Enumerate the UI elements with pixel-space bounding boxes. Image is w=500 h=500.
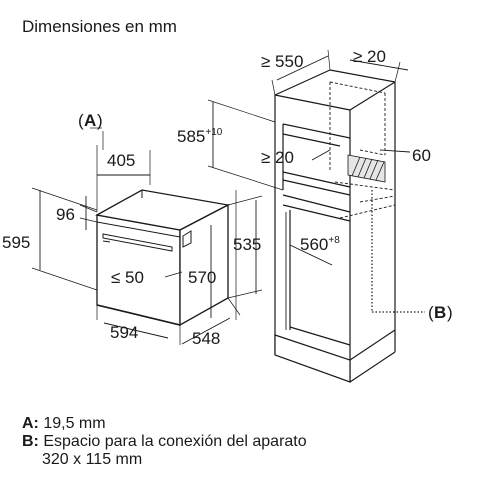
vent-hatch (347, 154, 386, 183)
dim-cabinet-depth: ≥ 550 (261, 52, 303, 71)
dim-oven-body-height: 535 (233, 235, 261, 254)
callout-b-leader (371, 190, 425, 313)
callout-b-label: B (434, 303, 446, 322)
dim-oven-height: 595 (2, 233, 30, 252)
dim-oven-width: 594 (110, 323, 138, 342)
legend-key-a: A: (22, 415, 39, 432)
dim-oven-depth: 405 (107, 151, 135, 170)
diagram-title: Dimensiones en mm (22, 17, 177, 36)
dim-oven-body-width: 548 (192, 329, 220, 348)
legend-text-b: Espacio para la conexión del aparato (43, 433, 307, 450)
dim-oven-clear: ≤ 50 (111, 268, 144, 287)
callout-b-close: ) (447, 303, 453, 322)
callout-a-label: A (84, 111, 96, 130)
legend-item-b: B: Espacio para la conexión del aparato (22, 433, 307, 451)
dim-panel-height: 96 (56, 205, 75, 224)
callout-a-open: ( (78, 111, 84, 130)
legend-text-a: 19,5 mm (43, 415, 106, 432)
oven-dimension-lines (31, 127, 263, 345)
legend-item-b-line2: 320 x 115 mm (42, 451, 143, 468)
cabinet-hidden-lines (329, 81, 396, 219)
dim-vent-depth: 60 (412, 146, 431, 165)
cabinet-drawing (274, 69, 396, 383)
dim-cabinet-gap-top: ≥ 20 (353, 47, 386, 66)
dim-niche-height: 560+8 (300, 235, 340, 254)
legend-item-a: A: 19,5 mm (22, 415, 307, 433)
legend-key-b: B: (22, 433, 39, 450)
cabinet-dimension-lines (207, 49, 411, 330)
callout-b-open: ( (428, 303, 434, 322)
callout-a-close: ) (97, 111, 103, 130)
legend: A: 19,5 mm B: Espacio para la conexión d… (22, 415, 307, 469)
dim-inner-gap: ≥ 20 (261, 148, 294, 167)
dim-upper-height: 585+10 (177, 127, 223, 146)
oven-drawing (95, 189, 231, 327)
dim-oven-front-height: 570 (188, 268, 216, 287)
